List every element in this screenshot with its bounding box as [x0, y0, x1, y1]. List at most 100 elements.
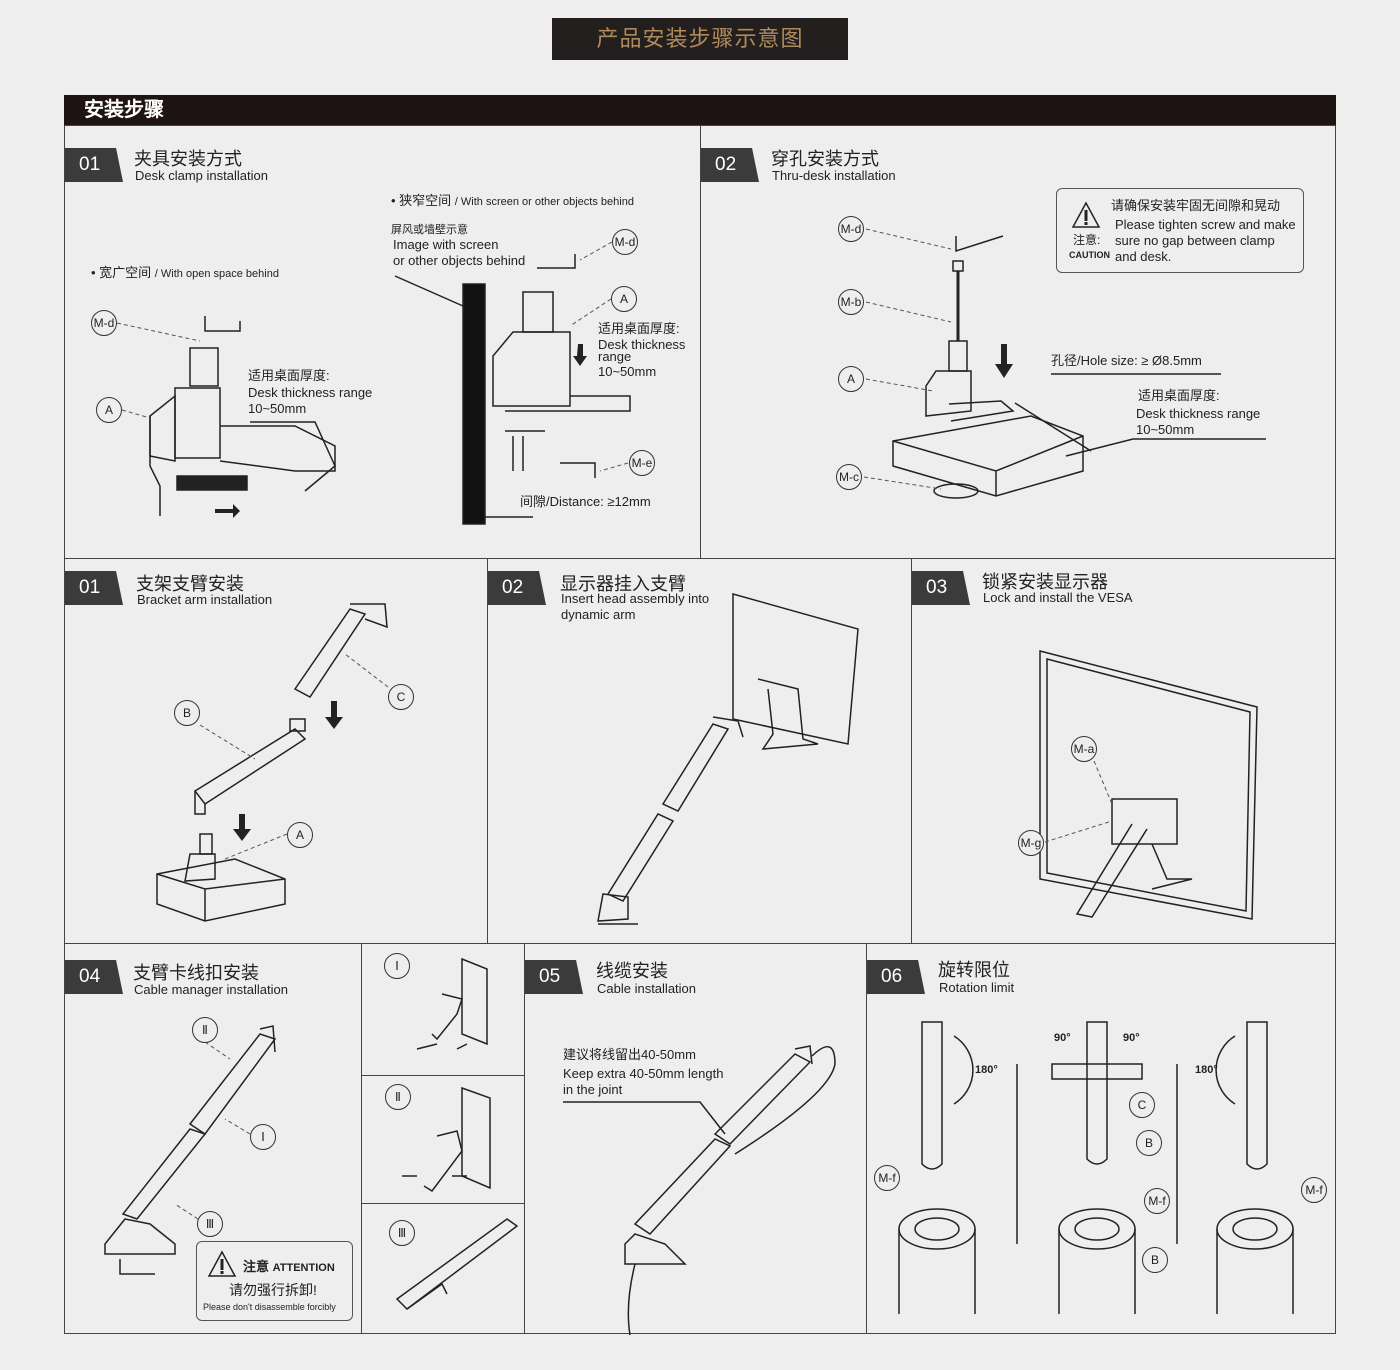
- part-label: B: [1136, 1130, 1162, 1156]
- step-title-zh: 锁紧安装显示器: [982, 572, 1108, 592]
- step-title-en1: Insert head assembly into: [561, 591, 710, 606]
- part-label: M-f: [1301, 1177, 1327, 1203]
- part-label: A: [838, 366, 864, 392]
- step-badge: 02: [488, 571, 546, 605]
- part-label: M-c: [836, 464, 862, 490]
- part-label: M-b: [838, 289, 864, 315]
- caution-label-zh: 注意:: [1073, 233, 1101, 247]
- warn-en: Please don't disassemble forcibly: [203, 1302, 336, 1312]
- step-title-zh: 夹具安装方式: [134, 149, 242, 169]
- part-label: M-a: [1071, 736, 1097, 762]
- cable-note-zh: 建议将线留出40-50mm: [563, 1047, 696, 1062]
- substep-2-illustration: [402, 1086, 491, 1193]
- part-label: M-e: [629, 450, 655, 476]
- insert-head-illustration: [597, 593, 859, 925]
- angle-90-right: 90°: [1123, 1032, 1140, 1044]
- bracket-arm-illustration: [156, 603, 389, 922]
- warning-icon: [1071, 201, 1101, 228]
- angle-180-right: 180°: [1195, 1064, 1218, 1076]
- step-badge: 01: [65, 148, 123, 182]
- part-label: A: [96, 397, 122, 423]
- step-title-zh: 旋转限位: [938, 960, 1010, 980]
- step-title-en: Cable manager installation: [134, 982, 288, 997]
- caution-en3: and desk.: [1115, 249, 1172, 264]
- step-badge: 06: [867, 960, 925, 994]
- part-label: M-g: [1018, 830, 1044, 856]
- step-badge: 02: [701, 148, 759, 182]
- caution-en1: Please tighten screw and make: [1115, 217, 1296, 232]
- thickness-en: Desk thickness range: [248, 385, 373, 400]
- step-badge: 05: [525, 960, 583, 994]
- clamp-illustration: [116, 241, 631, 525]
- panel-cable-install: 05 线缆安装 Cable installation 建议将线留出40-50mm…: [524, 943, 867, 1336]
- panel-insert-head: 02 显示器挂入支臂 Insert head assembly into dyn…: [487, 558, 912, 944]
- part-label: Ⅲ: [197, 1211, 223, 1237]
- step-badge: 04: [65, 960, 123, 994]
- screen-note-en2: or other objects behind: [393, 253, 526, 268]
- panel-cable-manager: 04 支臂卡线扣安装 Cable manager installation Ⅱ …: [64, 943, 362, 1334]
- step-title-en: Thru-desk installation: [772, 168, 896, 183]
- thickness2-value: 10~50mm: [598, 364, 657, 379]
- warn-zh: 请勿强行拆卸!: [229, 1282, 317, 1298]
- wide-label: • 宽广空间: [91, 265, 152, 280]
- panel-substep-2: Ⅱ: [361, 1075, 525, 1204]
- step-title-zh: 支臂卡线扣安装: [133, 963, 259, 983]
- step-title-en: Desk clamp installation: [135, 168, 268, 183]
- part-label: M-f: [874, 1165, 900, 1191]
- part-label: C: [1129, 1092, 1155, 1118]
- thickness-zh: 适用桌面厚度:: [1138, 388, 1220, 403]
- step-title-en2: dynamic arm: [561, 607, 636, 622]
- rotation-limit-illustration: [898, 1021, 1294, 1314]
- panel-substep-1: Ⅰ: [361, 943, 525, 1076]
- narrow-label-en: / With screen or other objects behind: [454, 196, 634, 208]
- step-badge: 03: [912, 571, 970, 605]
- cable-note-en2: in the joint: [563, 1082, 623, 1097]
- step-title-zh: 显示器挂入支臂: [560, 574, 686, 594]
- part-label: M-d: [91, 310, 117, 336]
- hole-size: 孔径/Hole size: ≥ Ø8.5mm: [1051, 353, 1202, 368]
- panel-lock-vesa: 03 锁紧安装显示器 Lock and install the VESA M-a…: [911, 558, 1336, 944]
- panel-desk-clamp: 01 夹具安装方式 Desk clamp installation • 狭窄空间…: [64, 125, 701, 559]
- step-title-en: Bracket arm installation: [137, 592, 273, 607]
- thru-desk-illustration: [863, 228, 1266, 499]
- cable-manager-illustration: [104, 1025, 277, 1275]
- caution-zh: 请确保安装牢固无间隙和晃动: [1111, 198, 1281, 213]
- step-title-zh: 线缆安装: [596, 961, 668, 981]
- cable-install-illustration: [563, 1045, 836, 1336]
- caution-en2: sure no gap between clamp: [1115, 233, 1275, 248]
- part-label: M-f: [1144, 1188, 1170, 1214]
- part-label: C: [388, 684, 414, 710]
- caution-label-en: CAUTION: [1069, 250, 1110, 260]
- thickness2-zh: 适用桌面厚度:: [598, 321, 680, 336]
- part-label: A: [611, 286, 637, 312]
- part-label: Ⅱ: [192, 1017, 218, 1043]
- substep-1-illustration: [416, 957, 488, 1050]
- part-label: Ⅱ: [385, 1084, 411, 1110]
- step-title-en: Lock and install the VESA: [983, 590, 1133, 605]
- step-title-zh: 支架支臂安装: [136, 574, 244, 594]
- attention-en: ATTENTION: [272, 1262, 335, 1274]
- part-label: Ⅰ: [384, 953, 410, 979]
- screen-note-zh: 屏风或墙壁示意: [391, 224, 468, 236]
- part-label: A: [287, 822, 313, 848]
- part-label: M-d: [612, 229, 638, 255]
- part-label: B: [174, 700, 200, 726]
- narrow-label: • 狭窄空间: [391, 193, 452, 208]
- warning-icon: [207, 1250, 237, 1277]
- panel-thru-desk: 02 穿孔安装方式 Thru-desk installation 注意: CAU…: [700, 125, 1336, 559]
- step-title-zh: 穿孔安装方式: [771, 149, 879, 169]
- wide-label-en: / With open space behind: [154, 268, 279, 280]
- page-title: 产品安装步骤示意图: [552, 18, 848, 60]
- part-label: B: [1142, 1247, 1168, 1273]
- part-label: Ⅰ: [250, 1124, 276, 1150]
- panel-rotation-limit: 06 旋转限位 Rotation limit 180° 90° 90° 180°…: [866, 943, 1336, 1334]
- panel-bracket-arm: 01 支架支臂安装 Bracket arm installation B C A: [64, 558, 488, 944]
- attention-zh: 注意: [243, 1259, 270, 1274]
- panel-substep-3: Ⅲ: [361, 1203, 525, 1334]
- angle-180-left: 180°: [975, 1064, 998, 1076]
- caution-box: 注意: CAUTION 请确保安装牢固无间隙和晃动 Please tighten…: [1056, 188, 1304, 273]
- thickness-value: 10~50mm: [248, 401, 307, 416]
- thickness-value: 10~50mm: [1136, 422, 1195, 437]
- step-title-en: Cable installation: [597, 981, 697, 996]
- thickness-en: Desk thickness range: [1136, 406, 1261, 421]
